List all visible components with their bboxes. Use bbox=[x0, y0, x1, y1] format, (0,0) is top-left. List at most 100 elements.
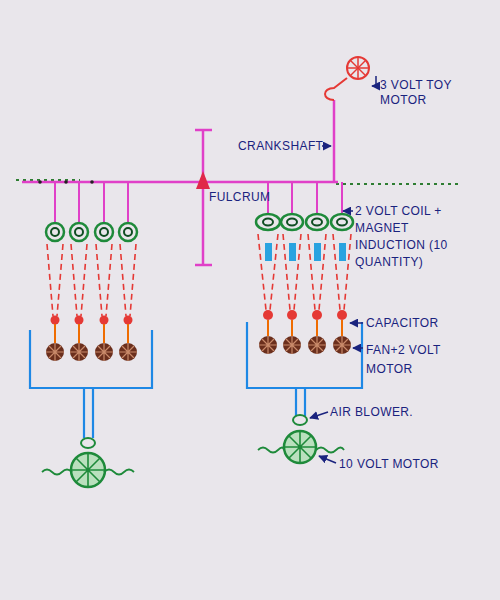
fulcrum-cap bbox=[195, 264, 212, 267]
crankshaft bbox=[333, 100, 336, 182]
part-label: 2 VOLT COIL + MAGNET INDUCTION (10 QUANT… bbox=[355, 203, 465, 271]
capacitor-dot bbox=[263, 310, 273, 320]
capacitor-dot bbox=[100, 316, 109, 325]
coil bbox=[281, 214, 303, 230]
fan-spokes bbox=[283, 336, 301, 354]
coil bbox=[256, 214, 280, 230]
fan-shaft bbox=[78, 324, 80, 343]
leader-arrow bbox=[343, 210, 353, 212]
coil bbox=[70, 223, 88, 241]
leader-arrow bbox=[353, 347, 363, 349]
hanger-rod bbox=[103, 182, 105, 223]
wire-dashed bbox=[57, 244, 63, 316]
beam-dot bbox=[64, 180, 68, 184]
part-label: CRANKSHAFT bbox=[238, 139, 328, 154]
wire-dashed bbox=[333, 234, 340, 310]
fan-shaft bbox=[341, 320, 343, 336]
coil bbox=[331, 214, 353, 230]
ten-volt-motor bbox=[71, 453, 105, 487]
magnet bbox=[289, 243, 296, 261]
hanger-rod bbox=[341, 182, 343, 213]
fan-shaft bbox=[103, 324, 105, 343]
blower-tray bbox=[30, 330, 152, 388]
fan-spokes bbox=[70, 343, 88, 361]
capacitor-dot bbox=[337, 310, 347, 320]
coil-core bbox=[263, 219, 273, 226]
wire-dashed bbox=[71, 244, 77, 316]
motor-spokes bbox=[284, 431, 316, 463]
coil-core bbox=[124, 228, 132, 236]
right-unit bbox=[247, 182, 362, 463]
leader-arrows bbox=[310, 76, 376, 463]
wire-dashed bbox=[294, 234, 301, 310]
wire-dashed bbox=[47, 244, 53, 316]
wire-dashed bbox=[130, 244, 136, 316]
fan-wheel bbox=[70, 343, 88, 361]
crank-arm bbox=[325, 78, 347, 100]
magnet bbox=[314, 243, 321, 261]
fan-shaft bbox=[316, 320, 318, 336]
fan-shaft bbox=[127, 324, 129, 343]
coil bbox=[119, 223, 137, 241]
fan-wheel bbox=[119, 343, 137, 361]
wire-dashed bbox=[308, 234, 315, 310]
air-pipe bbox=[296, 388, 305, 416]
capacitor-dot bbox=[51, 316, 60, 325]
fan-shaft bbox=[291, 320, 293, 336]
fan-spokes bbox=[259, 336, 277, 354]
leader-arrow bbox=[322, 145, 331, 147]
hanger-rod bbox=[127, 182, 129, 223]
wire-dashed bbox=[120, 244, 126, 316]
coil bbox=[95, 223, 113, 241]
coil bbox=[306, 214, 328, 230]
part-label: CAPACITOR bbox=[366, 316, 466, 331]
wire-dashed bbox=[344, 234, 351, 310]
coil bbox=[46, 223, 64, 241]
fan-spokes bbox=[119, 343, 137, 361]
fulcrum-post bbox=[202, 130, 205, 265]
motor-base bbox=[258, 448, 344, 453]
dotted-line bbox=[336, 183, 462, 185]
part-label: 3 VOLT TOY MOTOR bbox=[380, 78, 462, 108]
hanger-rod bbox=[291, 182, 293, 213]
coil-core bbox=[337, 219, 347, 226]
fan-spokes bbox=[95, 343, 113, 361]
motor-base bbox=[42, 470, 134, 475]
wire-dashed bbox=[270, 234, 278, 310]
ten-volt-motor bbox=[284, 431, 316, 463]
fan-shaft bbox=[267, 320, 269, 336]
motor-spoke bbox=[350, 60, 366, 76]
hanger-rod bbox=[78, 182, 80, 223]
capacitor-dot bbox=[124, 316, 133, 325]
fan-wheel bbox=[95, 343, 113, 361]
magnet bbox=[265, 243, 272, 261]
magnet bbox=[339, 243, 346, 261]
capacitor-dot bbox=[287, 310, 297, 320]
fulcrum-triangle bbox=[196, 171, 210, 189]
blower-tray bbox=[247, 322, 362, 388]
wire-dashed bbox=[258, 234, 266, 310]
fan-spokes bbox=[46, 343, 64, 361]
part-label: 10 VOLT MOTOR bbox=[339, 457, 469, 472]
part-label: FAN+2 VOLT MOTOR bbox=[366, 341, 456, 379]
wire-dashed bbox=[96, 244, 102, 316]
toy-motor bbox=[347, 57, 369, 79]
coil-core bbox=[312, 219, 322, 226]
leader-arrow bbox=[372, 76, 376, 86]
hanger-rod bbox=[316, 182, 318, 213]
leader-arrow bbox=[350, 322, 363, 324]
fan-wheel bbox=[46, 343, 64, 361]
air-blower bbox=[81, 438, 95, 448]
fan-wheel bbox=[308, 336, 326, 354]
fan-wheel bbox=[283, 336, 301, 354]
part-label: AIR BLOWER. bbox=[330, 405, 440, 420]
hanger-rod bbox=[54, 182, 56, 223]
beam-dot bbox=[38, 180, 42, 184]
air-blower bbox=[293, 415, 307, 425]
coil-core bbox=[51, 228, 59, 236]
left-unit bbox=[30, 182, 152, 487]
part-label: FULCRUM bbox=[209, 190, 279, 205]
fan-spokes bbox=[333, 336, 351, 354]
fan-wheel bbox=[259, 336, 277, 354]
